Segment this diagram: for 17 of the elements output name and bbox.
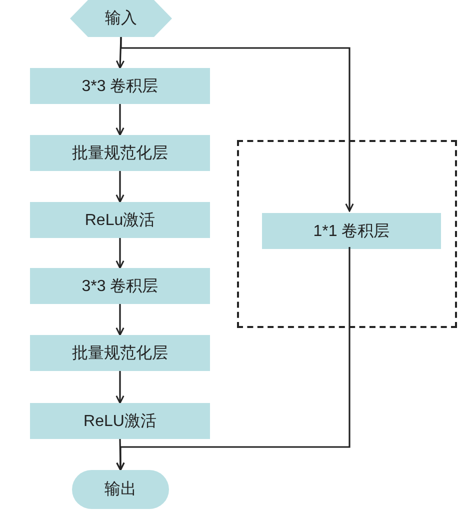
dashed-group-box <box>237 140 457 328</box>
process-box: 3*3 卷积层 <box>30 68 210 104</box>
process-box: 批量规范化层 <box>30 335 210 371</box>
arrow <box>116 171 124 203</box>
arrow <box>120 37 354 212</box>
process-box: 1*1 卷积层 <box>262 213 441 249</box>
arrow <box>116 238 124 269</box>
arrow <box>116 104 124 136</box>
process-box: ReLu激活 <box>30 202 210 238</box>
process-box: 批量规范化层 <box>30 135 210 171</box>
process-box: 3*3 卷积层 <box>30 268 210 304</box>
terminal-hexagon: 输入 <box>70 0 172 37</box>
arrow <box>116 247 350 471</box>
arrow <box>116 304 124 336</box>
terminal-pill: 输出 <box>72 470 169 509</box>
process-box: ReLU激活 <box>30 403 210 439</box>
arrow <box>116 371 124 404</box>
